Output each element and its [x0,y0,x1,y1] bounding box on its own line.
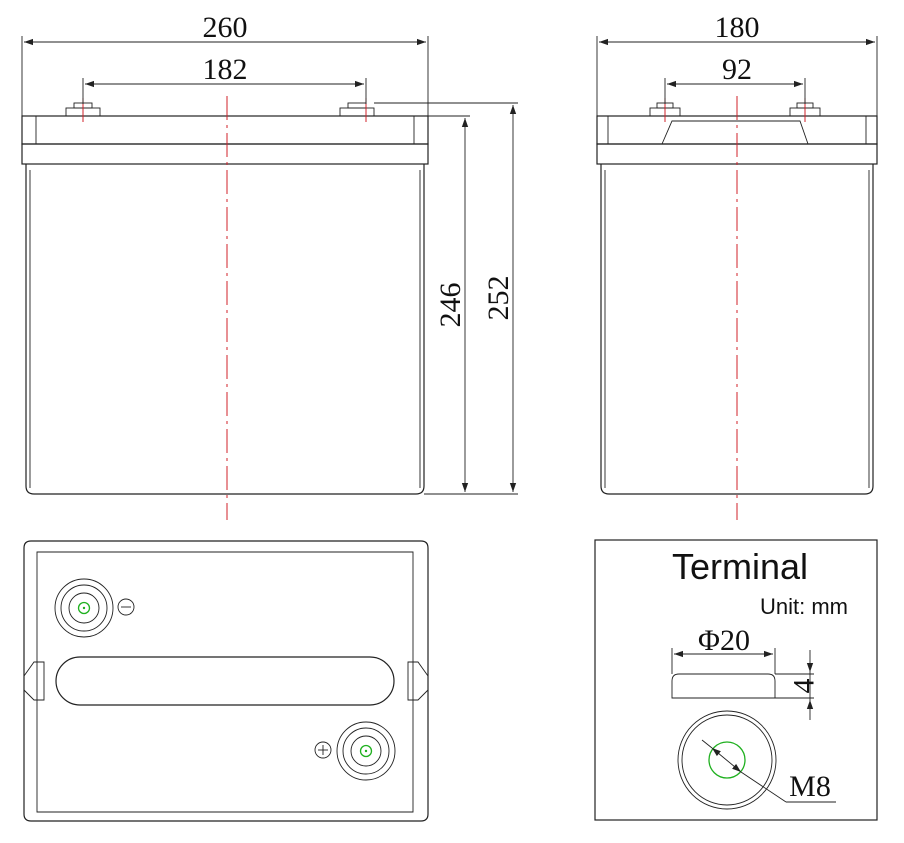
terminal-top-bolt [708,741,746,779]
top-inner-outline [36,551,414,813]
terminal-diameter-label: Φ20 [698,624,750,657]
terminal-profile [671,673,776,699]
negative-symbol-icon [117,598,135,616]
positive-symbol-icon [314,741,332,759]
front-lid-rim [21,143,429,165]
top-handle-slot [55,656,395,706]
front-total-height-label: 252 [482,276,515,321]
side-body [600,164,874,495]
side-width-label: 180 [715,11,760,44]
unit-label: Unit: mm [760,594,848,619]
front-width-label: 260 [203,11,248,44]
thread-dimension [711,747,742,773]
top-terminal-negative [54,578,114,638]
terminal-thickness-label: 4 [788,679,821,694]
top-notch-right [407,661,429,701]
front-body [25,164,425,495]
front-terminal-right [339,107,375,117]
terminal-detail-box: Terminal Unit: mm Φ20 4 M8 [594,539,878,821]
top-terminal-positive [336,721,396,781]
front-terminal-spacing-label: 182 [203,53,248,86]
front-view: 260 182 246 252 [21,11,518,520]
terminal-title: Terminal [672,546,808,587]
top-notch-left [23,661,45,701]
top-outline [23,540,429,822]
side-view: 180 92 [596,11,878,520]
side-terminal-spacing-label: 92 [722,53,752,86]
top-view [23,540,429,822]
terminal-top-outer [677,710,777,810]
thread-label: M8 [789,770,831,803]
terminal-detail-frame [594,539,878,821]
front-body-height-label: 246 [434,283,467,328]
top-negative-bolt [77,601,91,615]
side-vent-cover [661,120,809,145]
top-positive-bolt [359,744,373,758]
